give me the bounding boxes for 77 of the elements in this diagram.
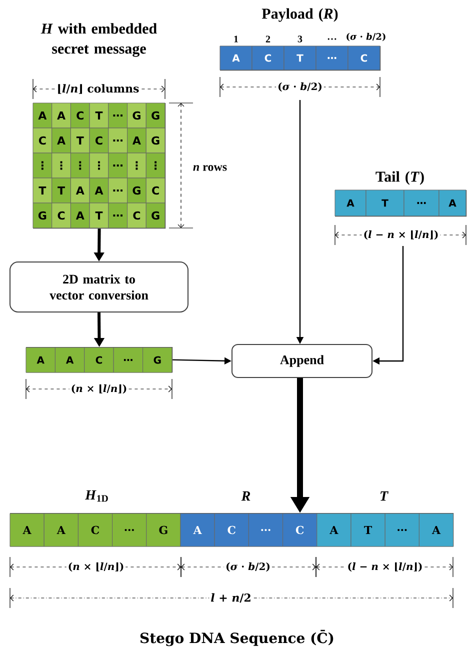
- sequence-cell: A: [52, 128, 71, 154]
- sequence-cell: T: [70, 128, 90, 154]
- sequence-cell: G: [127, 178, 146, 204]
- sequence-cell: T: [89, 202, 109, 228]
- sequence-cell: …: [113, 347, 144, 373]
- sequence-cell: ⋮: [146, 152, 166, 178]
- sequence-cell: T: [32, 178, 52, 204]
- sequence-cell: ⋮: [70, 152, 90, 178]
- sequence-cell: …: [108, 128, 128, 154]
- sequence-cell: C: [32, 128, 52, 154]
- sequence-cell: A: [316, 513, 352, 547]
- process-box: Append: [232, 344, 372, 378]
- sequence-cell: C: [84, 347, 114, 373]
- sequence-cell: C: [89, 128, 109, 154]
- sequence-cell: …: [108, 152, 128, 178]
- sequence-cell: A: [418, 513, 454, 547]
- sequence-cell: …: [112, 513, 147, 547]
- sequence-cell: T: [350, 513, 386, 547]
- sequence-cell: C: [252, 46, 284, 70]
- sequence-cell: …: [248, 513, 284, 547]
- sequence-cell: C: [52, 202, 71, 228]
- sequence-cell: A: [70, 178, 90, 204]
- sequence-cell: T: [284, 46, 316, 70]
- sequence-cell: C: [127, 202, 146, 228]
- sequence-cell: A: [52, 102, 71, 128]
- sequence-cell: C: [348, 46, 380, 70]
- dimension-label: l + n/2: [209, 592, 253, 604]
- dimension-label: (n × ⌊l/n⌋): [66, 560, 126, 574]
- heading: Payload (R): [262, 8, 338, 22]
- sequence-cell: A: [89, 178, 109, 204]
- sequence-cell: G: [32, 202, 52, 228]
- dimension-label: (σ · b/2): [224, 560, 272, 574]
- sequence-cell: ⋮: [89, 152, 109, 178]
- heading: H with embedded secret message: [40, 23, 157, 57]
- sequence-cell: C: [146, 178, 166, 204]
- sequence-cell: C: [70, 102, 90, 128]
- sequence-cell: A: [32, 102, 52, 128]
- sequence-cell: A: [26, 347, 56, 373]
- sequence-cell: …: [404, 190, 440, 216]
- sequence-cell: G: [146, 202, 166, 228]
- process-box: 2D matrix to vector conversion: [10, 262, 188, 312]
- sequence-cell: T: [52, 178, 71, 204]
- sequence-cell: C: [78, 513, 113, 547]
- dimension-label: (n × ⌊l/n⌋): [69, 382, 129, 396]
- sequence-cell: A: [334, 190, 366, 216]
- sequence-cell: A: [70, 202, 90, 228]
- dimension-label: (l − n × ⌊l/n⌋): [346, 560, 424, 574]
- sequence-cell: A: [10, 513, 44, 547]
- sequence-cell: C: [282, 513, 318, 547]
- sequence-cell: G: [146, 102, 166, 128]
- sequence-cell: A: [127, 128, 146, 154]
- row-count-label: n rows: [193, 165, 227, 171]
- sequence-cell: A: [54, 347, 85, 373]
- dimension-label: (l − n × ⌊l/n⌋): [362, 228, 440, 242]
- sequence-cell: …: [384, 513, 420, 547]
- caption: Stego DNA Sequence (C̄): [140, 630, 334, 646]
- sequence-cell: …: [108, 202, 128, 228]
- sequence-cell: G: [146, 128, 166, 154]
- heading: Tail (T): [376, 171, 424, 185]
- sequence-cell: T: [89, 102, 109, 128]
- sequence-cell: A: [44, 513, 78, 547]
- sequence-cell: …: [108, 178, 128, 204]
- sequence-cell: A: [220, 46, 252, 70]
- dimension-label: (σ · b/2): [276, 80, 324, 94]
- sequence-cell: A: [180, 513, 215, 547]
- sequence-cell: ⋮: [32, 152, 52, 178]
- dimension-label: ⌊l/n⌋ columns: [55, 82, 141, 96]
- sequence-cell: …: [108, 102, 128, 128]
- sequence-cell: ⋮: [52, 152, 71, 178]
- sequence-cell: C: [214, 513, 249, 547]
- sequence-cell: G: [127, 102, 146, 128]
- sequence-cell: ⋮: [127, 152, 146, 178]
- sequence-cell: …: [316, 46, 348, 70]
- sequence-cell: G: [146, 513, 181, 547]
- sequence-cell: T: [366, 190, 404, 216]
- sequence-cell: G: [142, 347, 172, 373]
- sequence-cell: A: [438, 190, 466, 216]
